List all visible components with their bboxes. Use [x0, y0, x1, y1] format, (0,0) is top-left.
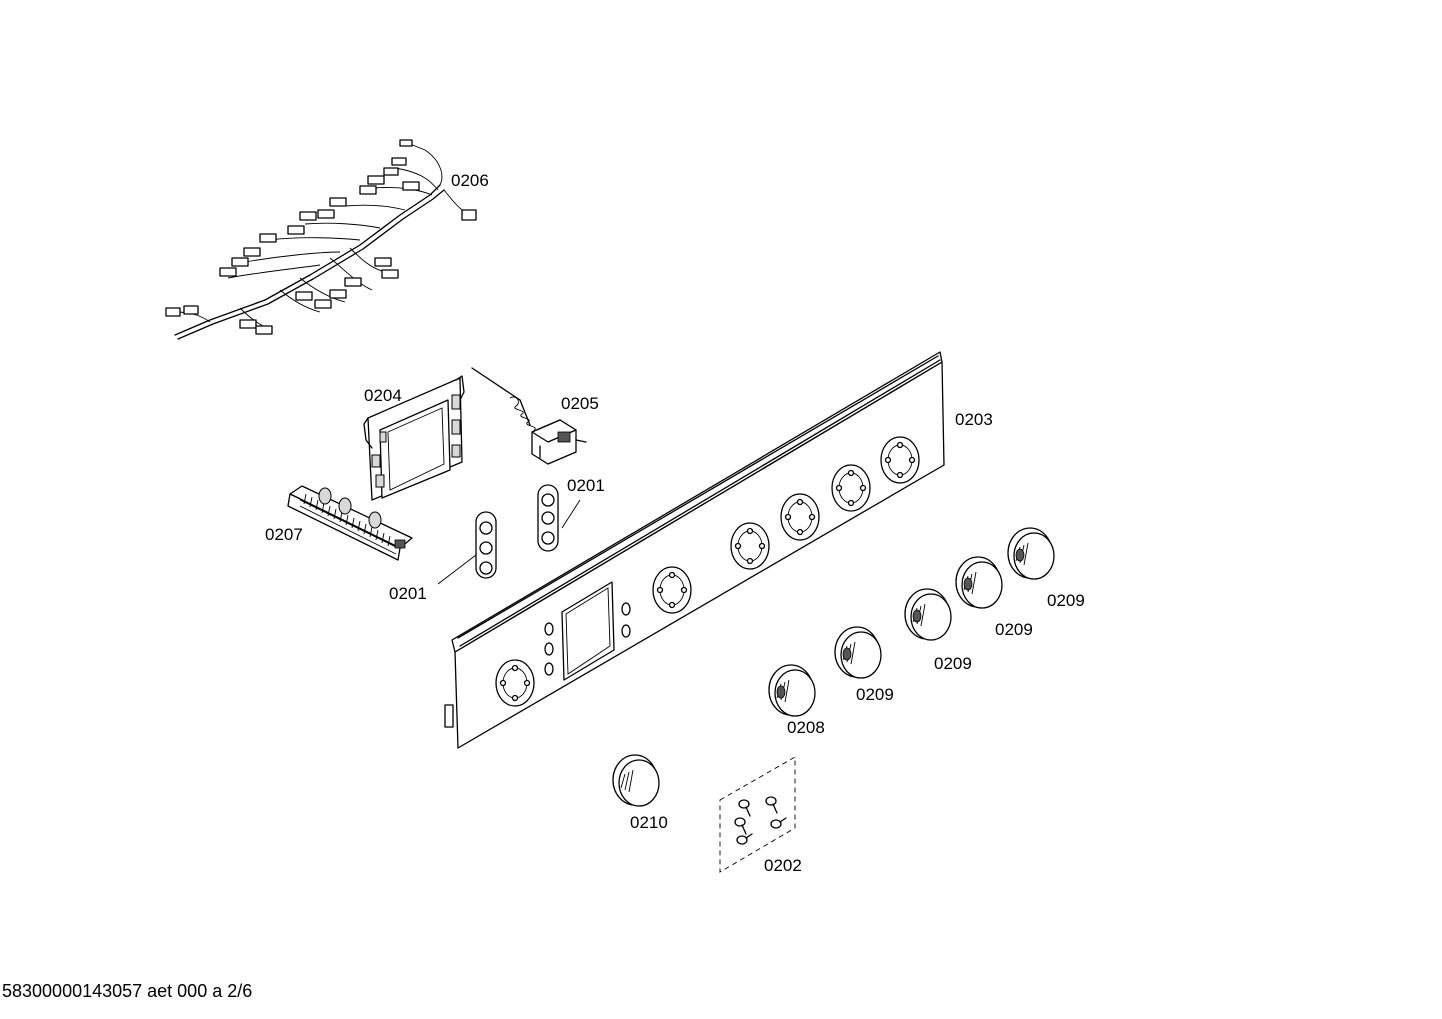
label-0206: 0206	[451, 171, 489, 190]
label-0209-c: 0209	[934, 654, 972, 673]
knob-0209-b[interactable]	[955, 556, 1003, 609]
label-0210: 0210	[630, 813, 668, 832]
screw-icon	[765, 796, 778, 814]
screw-icon	[736, 833, 753, 845]
screw-icon	[738, 799, 751, 817]
relay-board-0207[interactable]	[287, 485, 413, 561]
label-0207: 0207	[265, 525, 303, 544]
panel-knob-openings	[495, 436, 920, 707]
screw-icon	[734, 817, 747, 835]
electronic-module-0204[interactable]	[363, 375, 465, 501]
label-0201-lower: 0201	[389, 584, 427, 603]
label-0202: 0202	[764, 856, 802, 875]
screw-icon	[770, 817, 787, 829]
control-panel-0203[interactable]	[444, 351, 945, 749]
knob-0209-a[interactable]	[1007, 527, 1055, 580]
screw-set-0202[interactable]	[719, 756, 796, 873]
knob-0209-c[interactable]	[904, 588, 952, 641]
label-0209-b: 0209	[995, 620, 1033, 639]
wiring-harness-0206[interactable]	[165, 139, 477, 340]
label-0201-upper: 0201	[567, 476, 605, 495]
knob-0210[interactable]	[612, 754, 660, 807]
label-0205: 0205	[561, 394, 599, 413]
label-0203: 0203	[955, 410, 993, 429]
label-0204: 0204	[364, 386, 402, 405]
knob-0208[interactable]	[768, 664, 816, 717]
document-id-footer: 58300000143057 aet 000 a 2/6	[2, 981, 253, 1001]
label-0208: 0208	[787, 718, 825, 737]
knob-0209-d[interactable]	[834, 626, 882, 679]
bracket-0201-upper[interactable]	[537, 484, 581, 552]
bracket-0201-lower[interactable]	[437, 511, 497, 585]
label-0209-a: 0209	[1047, 591, 1085, 610]
thermostat-0205[interactable]	[471, 367, 587, 465]
label-0209-d: 0209	[856, 685, 894, 704]
knobs	[612, 527, 1055, 807]
